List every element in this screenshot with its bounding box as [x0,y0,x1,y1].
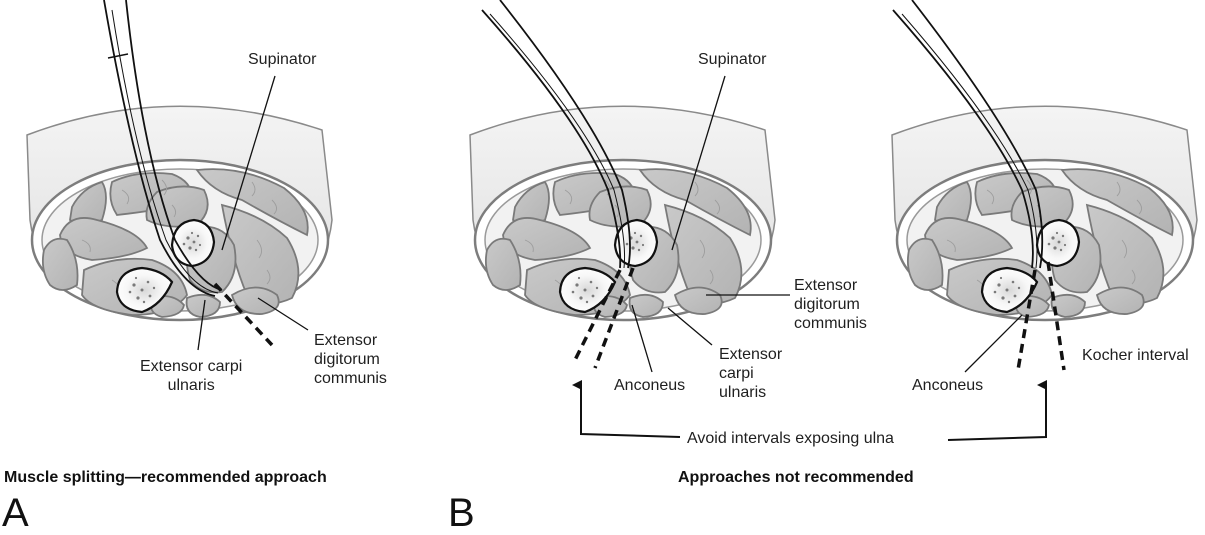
caption-panel-a: Muscle splitting—recommended approach [4,469,327,486]
label-supinator-a: Supinator [248,51,317,68]
panel-letter-b: B [448,491,475,535]
panel-a-leaders [197,75,309,351]
label-edc-b: Extensor digitorum communis [794,277,867,332]
panel-b-right-intervals [1016,261,1066,371]
panel-b-right-leaders [964,314,1023,373]
panel-b-left-intervals [573,267,635,369]
label-edc-a: Extensor digitorum communis [314,332,387,387]
label-anconeus-b-right: Anconeus [912,377,984,394]
caption-panel-b: Approaches not recommended [678,469,914,486]
panel-b-left-leaders [631,75,790,373]
panel-b-right-retractor [892,0,1044,269]
panel-b-right-cross-section [890,104,1199,322]
label-avoid-intervals: Avoid intervals exposing ulna [687,430,894,447]
panel-a-retractor [103,0,223,297]
label-anconeus-b-left: Anconeus [614,377,686,394]
avoid-bracket [572,380,1047,441]
label-kocher-interval: Kocher interval [1082,347,1189,364]
panel-a-cross-section [25,104,334,322]
label-ecu-a: Extensor carpi ulnaris [140,358,243,394]
label-supinator-b: Supinator [698,51,767,68]
panel-b-left-retractor [481,0,631,269]
panel-letter-a: A [2,491,29,535]
panel-b-left-cross-section [468,104,777,322]
label-ecu-b: Extensor carpi ulnaris [719,346,783,401]
